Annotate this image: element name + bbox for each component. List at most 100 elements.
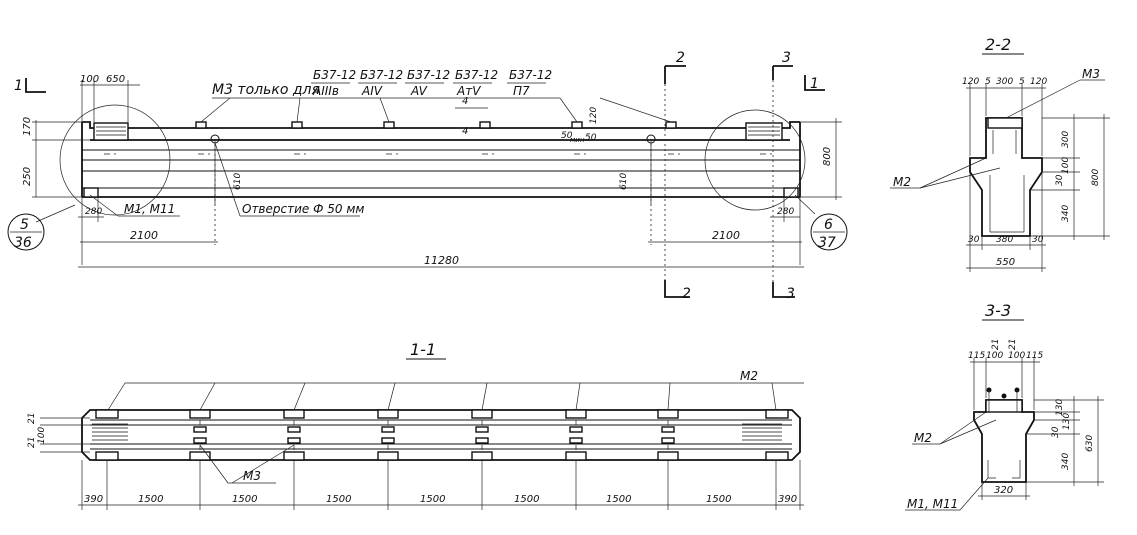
- grade-4-top: Б37-12: [455, 68, 498, 82]
- dim-800: 800: [822, 147, 833, 166]
- sec22-dim-300: 300: [996, 77, 1013, 87]
- node-ref-right: 6 37: [794, 194, 848, 251]
- sec22-dim-5-left: 5: [985, 77, 991, 87]
- grade-1-top: Б37-12: [313, 68, 356, 82]
- dim-250: 250: [22, 167, 33, 186]
- plan-dim-100: 100: [37, 427, 47, 444]
- grade-2-top: Б37-12: [360, 68, 403, 82]
- section-mark-3-bottom: 3: [786, 286, 795, 302]
- plan-dim-390-left: 390: [84, 494, 103, 505]
- sec22-dim-380: 380: [996, 235, 1013, 245]
- dim-170: 170: [22, 117, 33, 136]
- section-1-1-plan: 1-1: [81, 340, 804, 484]
- dim-4-mid: 4: [462, 126, 468, 137]
- section-2-2-title: 2-2: [985, 35, 1011, 54]
- elevation-annotations: М3 только для Б37-12 AIIIв Б37-12 AIV Б3…: [89, 68, 672, 217]
- plan-dimensions: 390 1500 1500 1500 1500 1500 1500 1500 3…: [27, 413, 804, 510]
- section-2-2: 2-2 120 5 300 5 120 300 100 30 340 800: [890, 35, 1110, 272]
- section-1-1-title: 1-1: [410, 340, 436, 359]
- section-mark-2-bottom: 2: [682, 286, 691, 302]
- dim-50-a: 50: [561, 131, 573, 141]
- sec22-dim-300-right: 300: [1061, 131, 1071, 148]
- dim-280-right: 280: [777, 207, 794, 217]
- dim-610-left: 610: [233, 173, 243, 190]
- note-hole: Отверстие Ф 50 мм: [242, 202, 364, 216]
- node-ref-right-top: 6: [824, 217, 833, 233]
- dim-11280: 11280: [424, 254, 459, 267]
- grade-5-bottom: П7: [513, 84, 530, 98]
- node-ref-right-bottom: 37: [818, 235, 836, 251]
- plan-end-left-hatch: [92, 423, 128, 445]
- dim-50-b: 50: [585, 133, 597, 143]
- sec22-dim-30-bottom-left: 30: [968, 235, 980, 245]
- node-ref-left: 5 36: [7, 204, 76, 251]
- plan-dim-1500-1: 1500: [138, 494, 163, 505]
- grade-2-bottom: AIV: [361, 84, 383, 98]
- grade-3-top: Б37-12: [407, 68, 450, 82]
- section-mark-2-top: 2: [676, 50, 685, 66]
- plan-label-m3: М3: [243, 469, 261, 483]
- dim-650: 650: [106, 74, 125, 85]
- sec22-dim-550: 550: [996, 257, 1015, 268]
- plan-end-right-hatch: [742, 423, 782, 445]
- dim-2100-left: 2100: [130, 229, 158, 242]
- sec33-dim-100-right: 100: [1008, 351, 1025, 361]
- sec33-dim-130b: 130: [1062, 413, 1072, 430]
- plan-dim-21-bottom: 21: [27, 437, 37, 448]
- sec22-dim-120-right: 120: [1030, 77, 1047, 87]
- sec33-dim-21-a: 21: [991, 339, 1001, 350]
- section-mark-3-top: 3: [782, 50, 791, 66]
- sec22-dim-100-right: 100: [1061, 157, 1071, 174]
- grade-3-bottom: AV: [410, 84, 428, 98]
- elevation-dimensions: 100 650 170 250 280 280 2100 2100 11280 …: [22, 74, 842, 268]
- sec22-dim-30-bottom-right: 30: [1032, 235, 1044, 245]
- sec22-dim-800: 800: [1091, 169, 1101, 186]
- dim-610-right: 610: [619, 173, 629, 190]
- grade-1-bottom: AIIIв: [312, 84, 339, 98]
- sec33-dim-340: 340: [1061, 453, 1071, 470]
- section-3-3: 3-3 115 100 21 21 100 115 130 130: [905, 301, 1104, 511]
- sec22-dim-30-right: 30: [1055, 174, 1065, 186]
- sec22-label-m3: М3: [1082, 67, 1100, 81]
- node-ref-left-bottom: 36: [14, 235, 32, 251]
- grade-5-top: Б37-12: [509, 68, 552, 82]
- grade-4-bottom: AтV: [456, 84, 481, 98]
- sec33-dim-320: 320: [994, 485, 1013, 496]
- sec22-label-m2: М2: [893, 175, 911, 189]
- label-m1-m11: М1, М11: [124, 202, 175, 216]
- dim-min: мин: [570, 136, 585, 144]
- sec33-label-m2: М2: [914, 431, 932, 445]
- plan-dim-390-right: 390: [778, 494, 797, 505]
- sec33-dim-100-left: 100: [986, 351, 1003, 361]
- beam-elevation: [59, 104, 806, 245]
- sec33-label-m1-m11: М1, М11: [907, 497, 958, 511]
- node-ref-left-top: 5: [20, 217, 29, 233]
- plan-dim-1500-3: 1500: [326, 494, 351, 505]
- sec33-dim-115-left: 115: [968, 351, 985, 361]
- plan-dim-21-top: 21: [27, 413, 37, 424]
- plan-dim-1500-7: 1500: [706, 494, 731, 505]
- plan-dim-1500-4: 1500: [420, 494, 445, 505]
- sec33-dim-630: 630: [1085, 435, 1095, 452]
- section-3-3-title: 3-3: [985, 301, 1011, 320]
- plan-dim-1500-5: 1500: [514, 494, 539, 505]
- plan-m3-plates: [189, 409, 679, 461]
- plan-dim-1500-6: 1500: [606, 494, 631, 505]
- sec33-dim-21-b: 21: [1008, 339, 1018, 350]
- section-markers: 1 1 2 2 3 3: [14, 50, 825, 302]
- sec22-dim-120-left: 120: [962, 77, 979, 87]
- section-mark-1-right: 1: [810, 76, 819, 92]
- sec22-dim-5-right: 5: [1019, 77, 1025, 87]
- dim-120: 120: [589, 107, 599, 124]
- plan-dim-1500-2: 1500: [232, 494, 257, 505]
- sec22-dim-340: 340: [1061, 205, 1071, 222]
- sec33-dim-115-right: 115: [1026, 351, 1043, 361]
- note-m3-only-for: М3 только для: [212, 82, 320, 98]
- dim-2100-right: 2100: [712, 229, 740, 242]
- plan-label-m2: М2: [740, 369, 758, 383]
- dim-280-left: 280: [85, 207, 102, 217]
- dim-100: 100: [80, 74, 99, 85]
- sec33-dim-130: 130: [1055, 399, 1065, 416]
- section-mark-1-left: 1: [14, 78, 23, 94]
